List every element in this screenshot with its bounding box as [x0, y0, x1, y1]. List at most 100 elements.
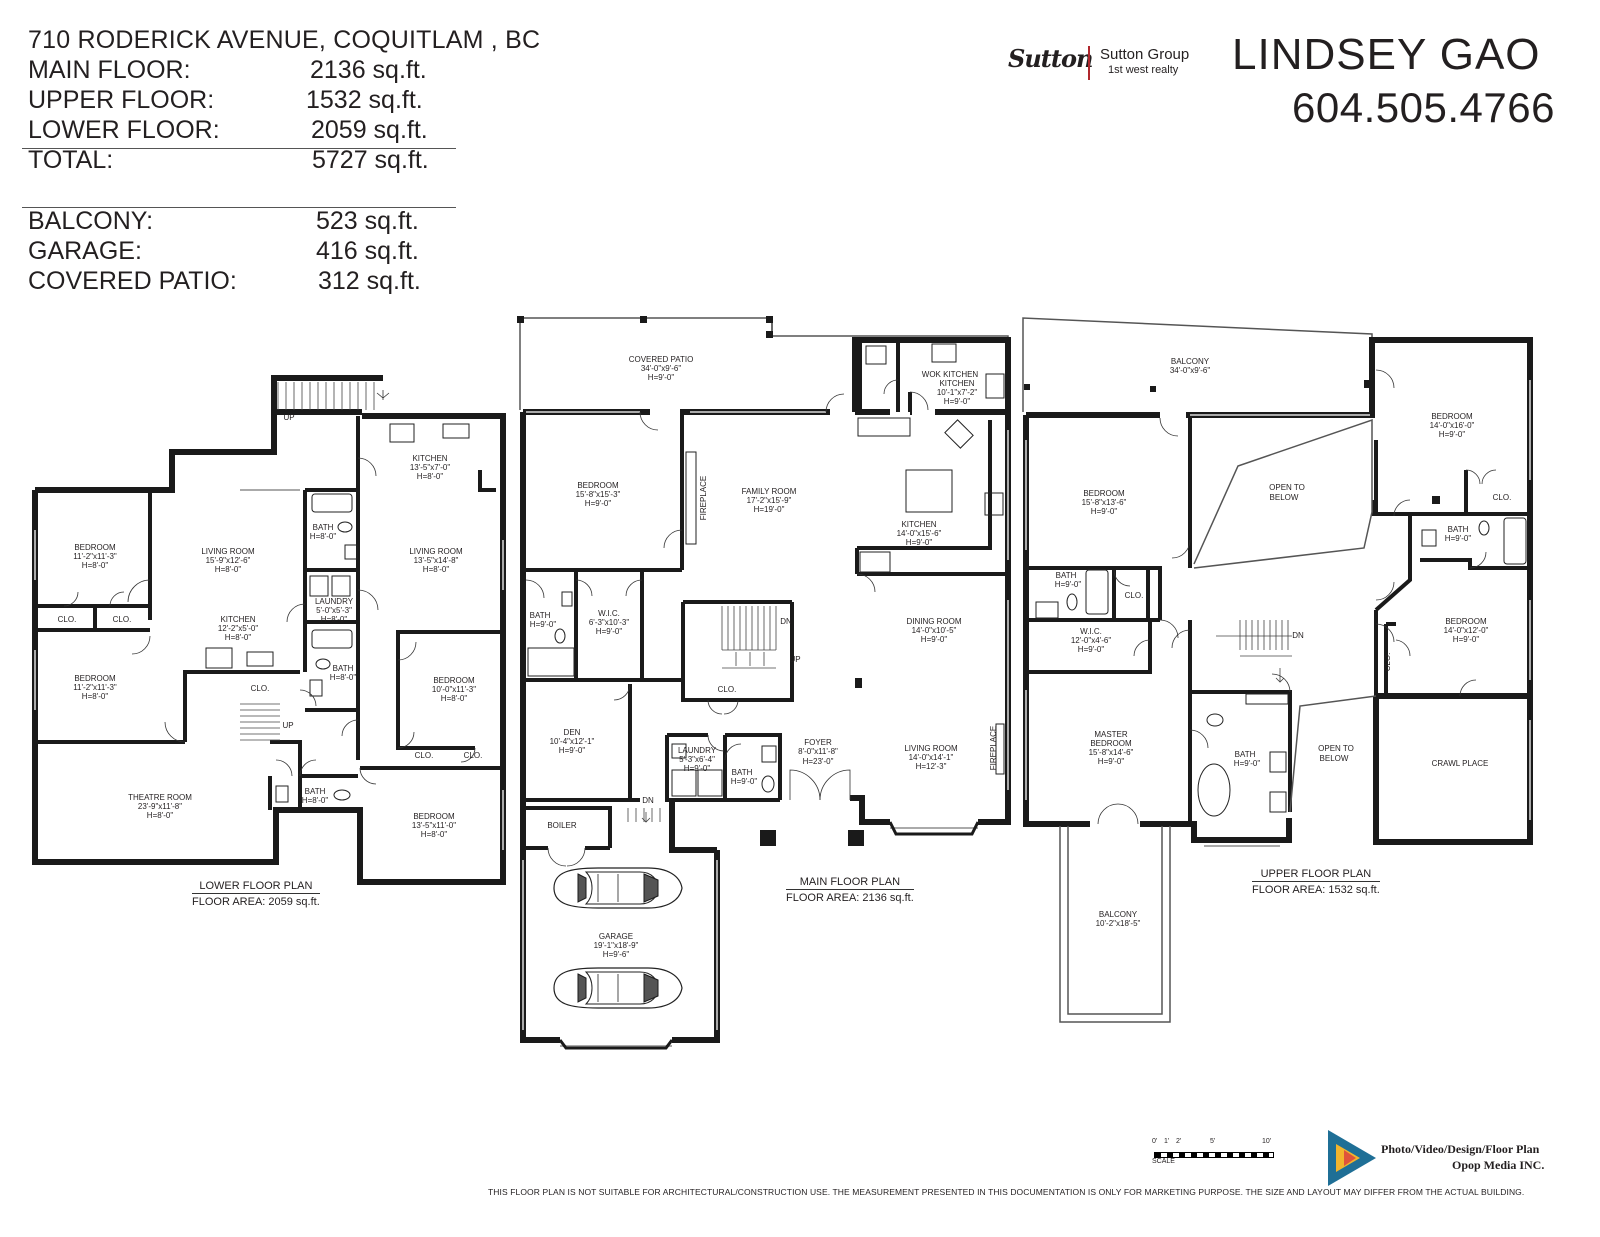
room-label: BATH — [333, 664, 354, 673]
room-height: H=8'-0" — [302, 796, 329, 805]
room-height: H=8'-0" — [215, 565, 242, 574]
room-dimensions: 14'-0"x14'-1" — [909, 753, 954, 762]
room-label: BEDROOM — [1083, 489, 1125, 498]
floor-plan-title: MAIN FLOOR PLAN — [786, 876, 914, 890]
room-dimensions: 6'-3"x10'-3" — [589, 618, 629, 627]
room-height: H=8'-0" — [423, 565, 450, 574]
scale-bar-graphic — [1154, 1152, 1274, 1158]
room-height: H=8'-0" — [82, 561, 109, 570]
room-height: H=9'-0" — [731, 777, 758, 786]
room-dimensions: 10'-0"x11'-3" — [432, 685, 476, 694]
floor-plan-title: LOWER FLOOR PLAN — [192, 880, 320, 894]
room-dimensions: 13'-5"x11'-0" — [412, 821, 456, 830]
credit-line2: Opop Media INC. — [1452, 1158, 1545, 1172]
room-height: H=8'-0" — [82, 692, 109, 701]
room-dimensions: 34'-0"x9'-6" — [641, 364, 681, 373]
room-label: LIVING ROOM — [904, 744, 958, 753]
room-label: BALCONY — [1099, 910, 1138, 919]
room-label: BEDROOM — [413, 812, 455, 821]
brokerage-name: Sutton Group — [1100, 46, 1190, 63]
area-label: MAIN FLOOR: — [28, 56, 191, 84]
scale-tick: 0' — [1152, 1138, 1158, 1145]
room-label: KITCHEN — [412, 454, 447, 463]
closet-label: CLO. — [58, 615, 77, 624]
room-label: LAUNDRY — [678, 746, 717, 755]
room-label: BATH — [313, 523, 334, 532]
room-dimensions: 12'-2"x5'-0" — [218, 624, 258, 633]
area-label: GARAGE: — [28, 237, 142, 265]
room-height: H=9'-0" — [596, 627, 623, 636]
room-label: LIVING ROOM — [409, 547, 463, 556]
room-height: H=9'-0" — [1098, 757, 1125, 766]
room-height: H=12'-3" — [916, 762, 947, 771]
extras-divider — [22, 207, 456, 208]
room-dimensions: 15'-8"x14'-6" — [1089, 748, 1134, 757]
room-height: H=9'-0" — [906, 538, 933, 547]
upper-floor-labels: BALCONY 34'-0"x9'-6" BEDROOM 14'-0"x16'-… — [1055, 357, 1512, 928]
room-dimensions: 17'-2"x15'-9" — [747, 496, 792, 505]
room-height: H=9'-0" — [1091, 507, 1118, 516]
room-label: BATH — [305, 787, 326, 796]
scale-tick: 10' — [1262, 1138, 1272, 1145]
room-dimensions: 23'-9"x11'-8" — [138, 802, 182, 811]
room-label: BALCONY — [1171, 357, 1210, 366]
room-label: BEDROOM — [1431, 412, 1473, 421]
lower-floor-labels: BEDROOM 11'-2"x11'-3" H=8'-0" LIVING ROO… — [58, 413, 483, 839]
stair-up-label: UP — [282, 721, 293, 730]
agent-name: LINDSEY GAO — [1232, 30, 1541, 79]
lower-floor-plan — [32, 375, 506, 885]
area-value: 1532 sq.ft. — [306, 86, 423, 114]
upper-floor-plan — [1022, 317, 1533, 1023]
brokerage-logo-script: Sutton — [1008, 44, 1093, 73]
main-floor-plan — [517, 316, 1011, 1050]
disclaimer: THIS FLOOR PLAN IS NOT SUITABLE FOR ARCH… — [488, 1187, 1525, 1197]
open-to-below-label: OPEN TO — [1318, 744, 1354, 753]
room-height: H=9'-0" — [944, 397, 971, 406]
room-label: GARAGE — [599, 932, 633, 941]
room-label: W.I.C. — [598, 609, 620, 618]
room-label: BATH — [530, 611, 551, 620]
room-label: BATH — [1056, 571, 1077, 580]
room-height: H=9'-0" — [1078, 645, 1105, 654]
floor-area: FLOOR AREA: 1532 sq.ft. — [1252, 884, 1380, 896]
area-value: 523 sq.ft. — [316, 207, 419, 235]
closet-label: CLO. — [718, 685, 737, 694]
room-label: BATH — [1235, 750, 1256, 759]
room-dimensions: 14'-0"x12'-0" — [1444, 626, 1489, 635]
room-dimensions: 8'-0"x11'-8" — [798, 747, 838, 756]
room-height: H=8'-0" — [441, 694, 468, 703]
crawl-space-label: CRAWL PLACE — [1432, 759, 1489, 768]
room-height: H=9'-0" — [1234, 759, 1261, 768]
stair-dn-label: DN — [780, 617, 792, 626]
room-label: BATH — [1448, 525, 1469, 534]
closet-label: CLO. — [1383, 653, 1392, 672]
room-label: FAMILY ROOM — [742, 487, 797, 496]
area-value: 416 sq.ft. — [316, 237, 419, 265]
room-height: H=9'-0" — [684, 764, 711, 773]
stair-dn-label: DN — [1292, 631, 1304, 640]
room-dimensions: 14'-0"x15'-6" — [897, 529, 942, 538]
room-height: H=9'-0" — [1453, 635, 1480, 644]
room-label: BEDROOM — [433, 676, 475, 685]
stair-up-label: UP — [789, 655, 800, 664]
room-label: BEDROOM — [74, 543, 116, 552]
fireplace-label: FIREPLACE — [989, 726, 998, 770]
room-height: H=9'-0" — [648, 373, 675, 382]
room-dimensions: 13'-5"x14'-8" — [414, 556, 459, 565]
room-label: WOK KITCHEN — [922, 370, 979, 379]
agent-phone: 604.505.4766 — [1292, 84, 1555, 131]
brokerage-subname: 1st west realty — [1108, 64, 1179, 76]
room-dimensions: 15'-8"x13'-6" — [1082, 498, 1127, 507]
area-value: 5727 sq.ft. — [312, 146, 429, 174]
room-height: H=9'-0" — [530, 620, 557, 629]
room-label: MASTER — [1094, 730, 1128, 739]
room-dimensions: 15'-9"x12'-6" — [206, 556, 251, 565]
room-label: THEATRE ROOM — [128, 793, 192, 802]
area-label: BALCONY: — [28, 207, 154, 235]
room-height: H=8'-0" — [310, 532, 337, 541]
room-dimensions: 34'-0"x9'-6" — [1170, 366, 1210, 375]
room-dimensions: 11'-2"x11'-3" — [73, 552, 117, 561]
stair-dn-label: DN — [642, 796, 654, 805]
room-height: H=9'-6" — [603, 950, 630, 959]
